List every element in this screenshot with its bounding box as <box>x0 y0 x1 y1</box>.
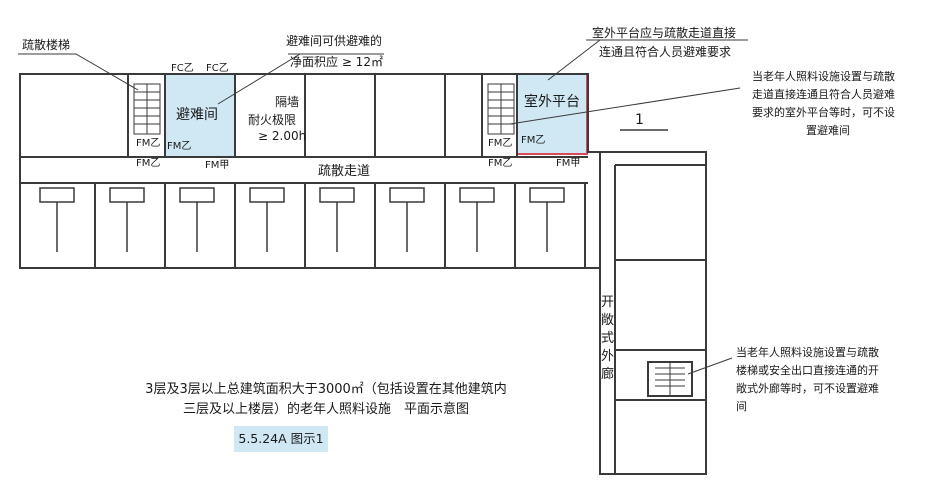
note4-line-2: 楼梯或安全出口直接连通的开 <box>736 363 879 377</box>
room-niches <box>39 187 565 252</box>
door-fm-8: FM甲 <box>556 158 580 169</box>
leader-lines <box>18 39 748 375</box>
note4-line-3: 敞式外廊等时，可不设置避难 <box>736 381 879 395</box>
gallery-char-4: 外 <box>601 349 614 364</box>
gallery-char-1: 开 <box>601 295 614 310</box>
door-fm-1: FM乙 <box>136 137 160 149</box>
door-fm-2: FM乙 <box>167 140 191 152</box>
figure-tag: 5.5.24A 图示1 <box>234 426 328 452</box>
refuge-room-label: 避难间 <box>176 107 218 123</box>
note3-line-3: 要求的室外平台等时，可不设 <box>752 105 895 119</box>
door-fm-7: FM乙 <box>488 157 512 169</box>
note3-line-1: 当老年人照料设施设置与疏散 <box>752 69 895 83</box>
platform-note-line-2: 连通且符合人员避难要求 <box>599 44 731 59</box>
refuge-note-line-1: 避难间可供避难的 <box>286 33 382 48</box>
note4-line-1: 当老年人照料设施设置与疏散 <box>736 345 879 359</box>
door-fm-4: FM甲 <box>205 160 229 171</box>
door-fm-3: FM乙 <box>136 157 160 169</box>
wall-note-line-1: 隔墙 <box>275 95 299 109</box>
wall-note-line-3: ≥ 2.00h <box>258 129 306 143</box>
note3-line-2: 走道直接连通且符合人员避难 <box>752 87 895 101</box>
caption-line-2: 三层及以上楼层）的老年人照料设施 平面示意图 <box>182 402 469 417</box>
stair-symbol-east <box>655 362 685 396</box>
caption-line-1: 3层及3层以上总建筑面积大于3000㎡（包括设置在其他建筑内 <box>145 382 507 397</box>
door-fm-5: FM乙 <box>488 137 512 149</box>
door-fc-2: FC乙 <box>206 62 229 74</box>
refuge-note-line-2: 净面积应 ≥ 12㎡ <box>290 54 383 69</box>
figure-caption: 3层及3层以上总建筑面积大于3000㎡（包括设置在其他建筑内 三层及以上楼层）的… <box>136 380 516 420</box>
gallery-char-2: 敞 <box>601 312 614 328</box>
section-mark: 1 <box>635 112 644 128</box>
platform-label: 室外平台 <box>524 93 580 110</box>
note3-line-4: 置避难间 <box>806 123 850 137</box>
gallery-char-5: 廊 <box>601 366 614 382</box>
gallery-char-3: 式 <box>601 331 614 346</box>
platform-note-line-1: 室外平台应与疏散走道直接 <box>592 25 736 40</box>
corridor-label: 疏散走道 <box>318 164 370 179</box>
door-fm-6: FM乙 <box>521 134 545 146</box>
stair-symbol-right <box>487 83 515 135</box>
stair-label: 疏散楼梯 <box>22 37 70 52</box>
wall-note-line-2: 耐火极限 <box>248 113 296 127</box>
note4-line-4: 间 <box>736 400 747 413</box>
stair-symbol-left <box>133 83 161 135</box>
building-walls <box>19 73 707 475</box>
door-fc-1: FC乙 <box>171 62 194 74</box>
